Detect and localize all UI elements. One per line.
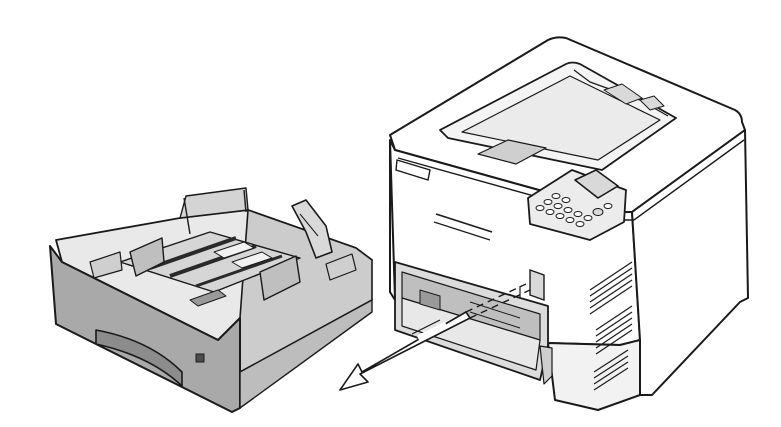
side-vents: [589, 261, 633, 391]
front-latch: [529, 269, 545, 301]
panel-buttons: [535, 193, 613, 227]
width-guide-left: [129, 237, 165, 277]
cassette-opening: [394, 261, 553, 385]
cassette-internals: [89, 189, 357, 307]
cassette-label: [195, 353, 205, 363]
cassette-handle: [95, 329, 183, 387]
logo-plate: [395, 159, 431, 181]
output-tray: [439, 61, 677, 171]
arrow-icon: [339, 311, 471, 391]
cassette-front: [49, 245, 241, 413]
lcd-display: [574, 169, 619, 199]
operation-panel: [527, 169, 627, 241]
pull-direction-arrow: [339, 283, 531, 391]
width-guide-right: [259, 255, 301, 301]
